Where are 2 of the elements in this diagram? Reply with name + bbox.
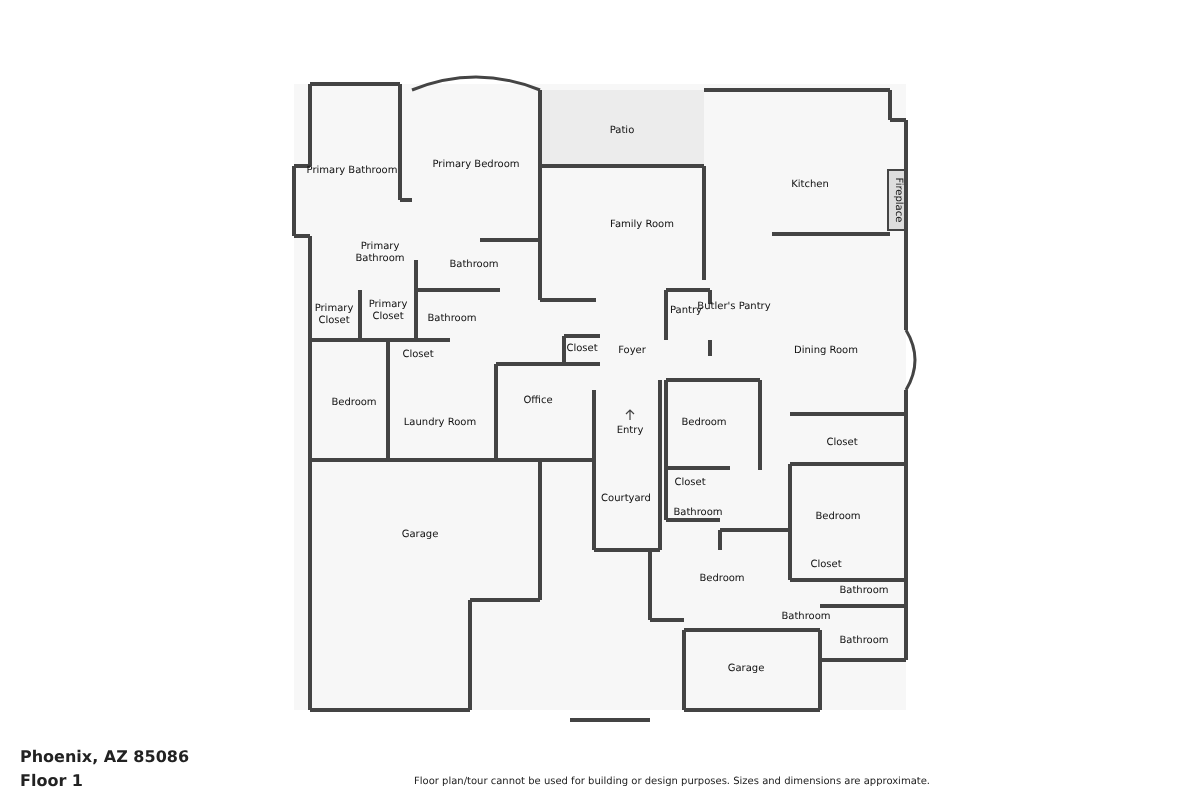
floor-label: Floor 1 — [20, 772, 83, 790]
address-text: Phoenix, AZ 85086 — [20, 748, 190, 766]
